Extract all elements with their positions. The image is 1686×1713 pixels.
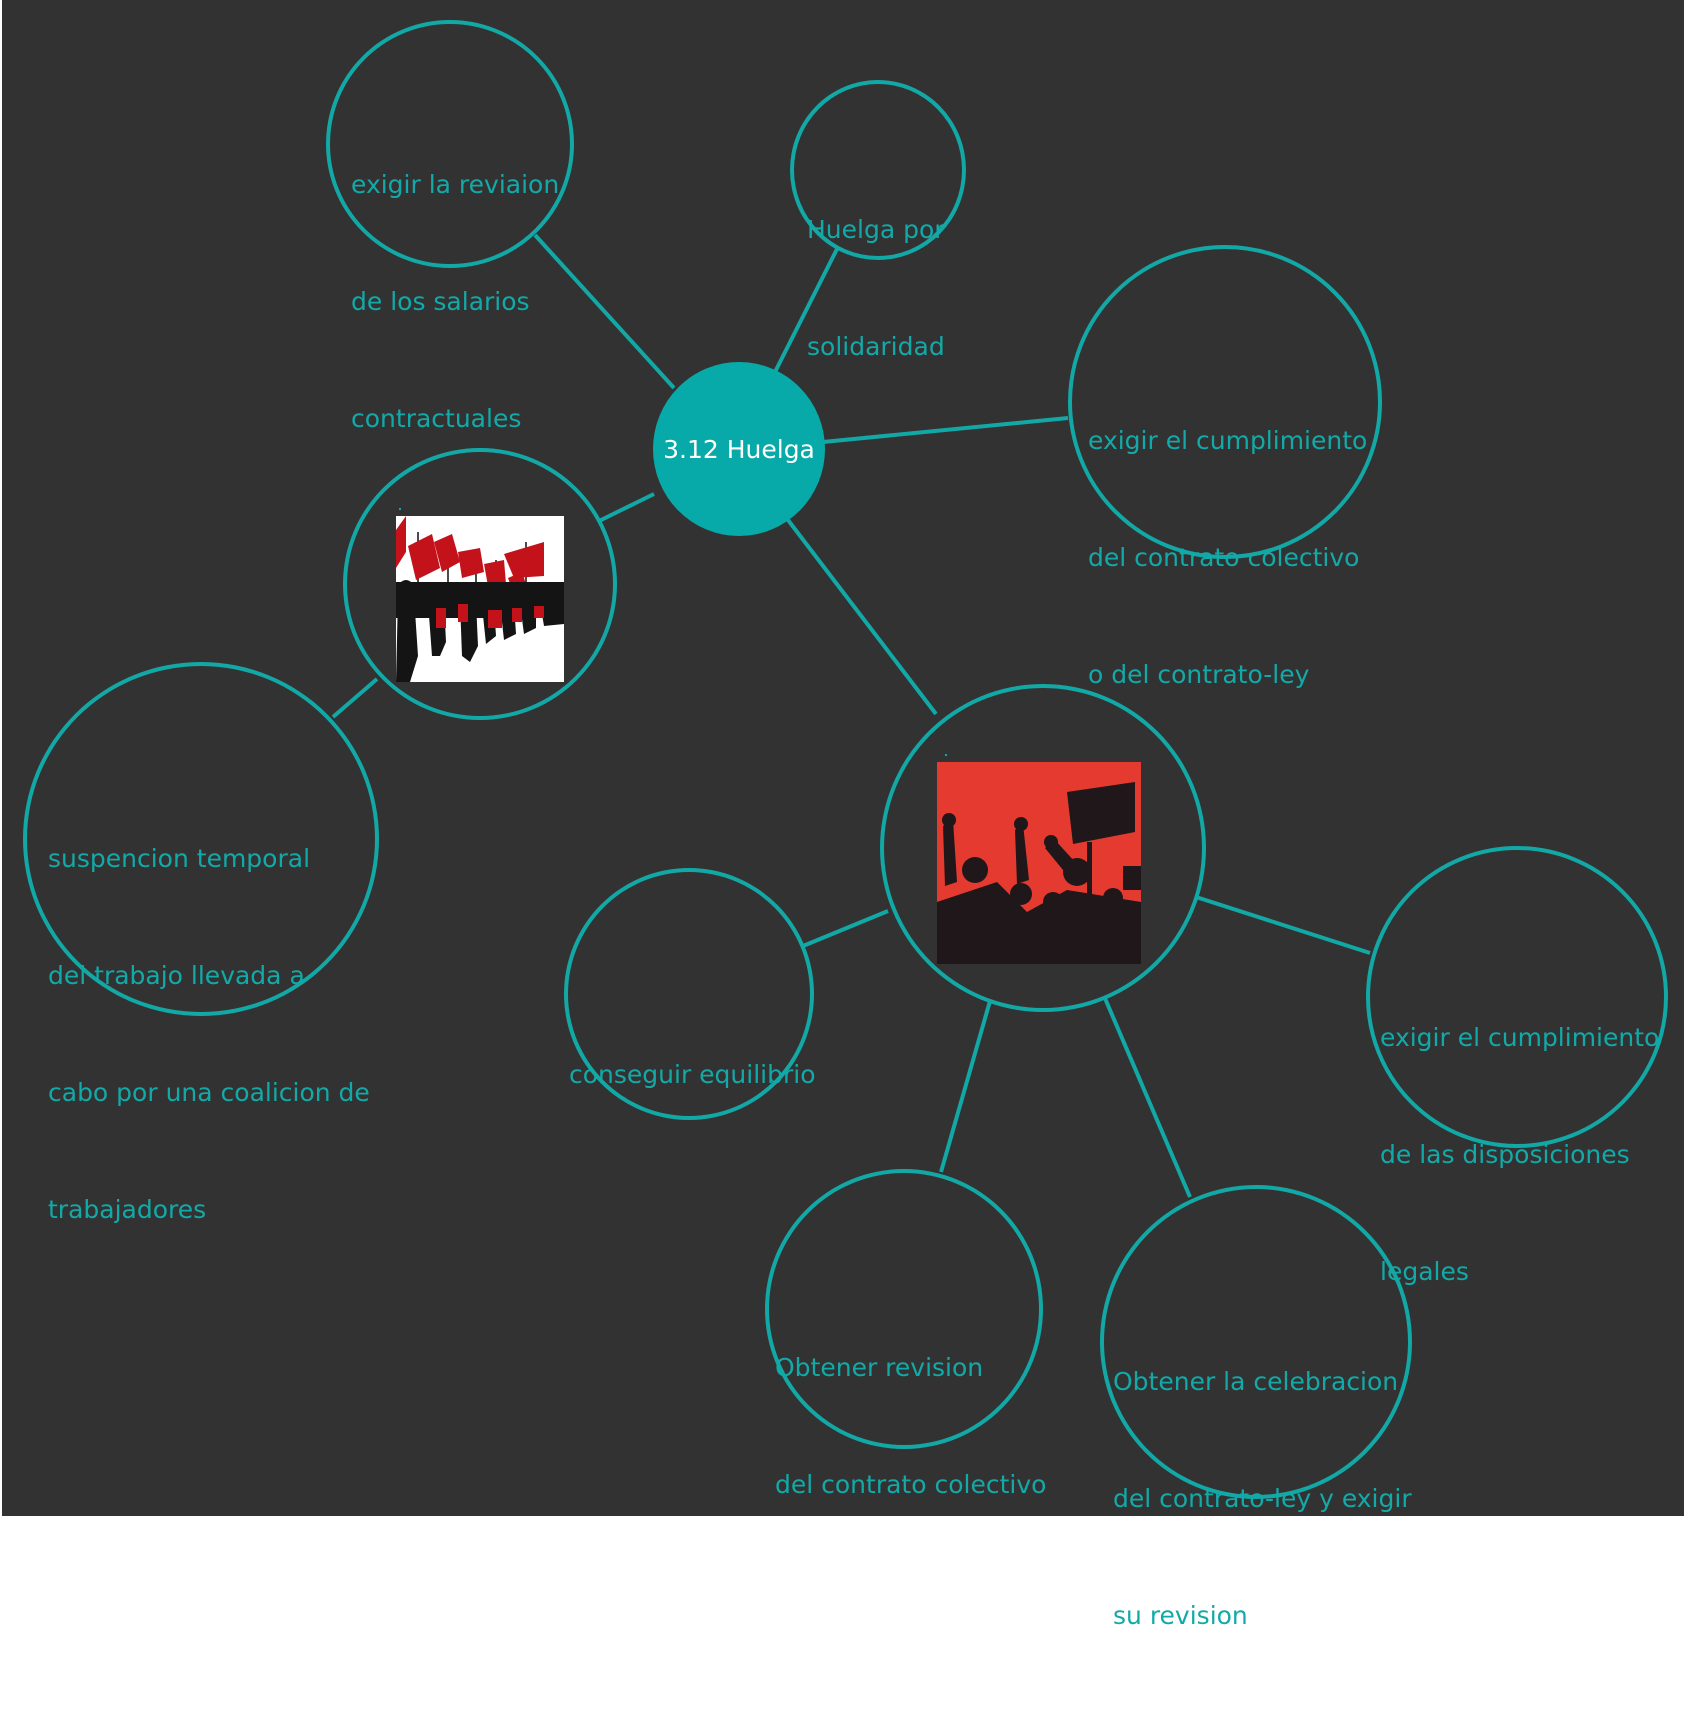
node-celebracion-line-1: Obtener la celebracion (1113, 1367, 1399, 1396)
central-topic-label: 3.12 Huelga (663, 434, 815, 464)
node-disposiciones-line-2: de las disposiciones (1380, 1140, 1630, 1169)
node-disposiciones[interactable] (1366, 846, 1668, 1148)
edge-solidaridad (771, 248, 839, 377)
edge-suspension (331, 677, 379, 719)
crowd-fists-image (937, 762, 1141, 964)
protest-march-image (396, 516, 564, 682)
node-disposiciones-line-3: legales (1380, 1257, 1469, 1286)
mind-map-canvas: 3.12 Huelga exigir la reviaion de los sa… (2, 0, 1684, 1630)
node-revision-line-1: Obtener revision (775, 1353, 984, 1382)
node-salarios[interactable] (326, 20, 574, 268)
node-revision[interactable] (765, 1169, 1043, 1449)
edge-crowd (786, 518, 938, 716)
edge-cumplimiento-contrato (822, 416, 1069, 444)
node-celebracion-line-2: del contrato-ley y exigir (1113, 1484, 1412, 1513)
node-salarios-line-1: exigir la reviaion (351, 170, 560, 199)
raised-fists-icon (937, 762, 1141, 964)
edge-revision (939, 1000, 992, 1173)
node-suspension-line-2: del trabajo llevada a (48, 961, 305, 990)
node-equilibrio[interactable] (564, 868, 814, 1120)
node-suspension[interactable] (23, 662, 379, 1016)
node-celebracion-text: Obtener la celebracion del contrato-ley … (1113, 1284, 1412, 1713)
node-equilibrio-text: conseguir equilibrio (569, 977, 816, 1172)
edge-disposiciones (1195, 895, 1371, 955)
node-suspension-line-1: suspencion temporal (48, 844, 311, 873)
node-cumplimiento-contrato-line-2: del contrato colectivo (1088, 543, 1360, 572)
edge-celebracion (1102, 995, 1192, 1198)
node-suspension-text: suspencion temporal del trabajo llevada … (48, 761, 370, 1307)
central-topic-node[interactable]: 3.12 Huelga (653, 362, 825, 536)
node-revision-line-2: del contrato colectivo (775, 1470, 1047, 1499)
image-anchor-dot (399, 508, 401, 510)
node-cumplimiento-contrato-line-3: o del contrato-ley (1088, 660, 1310, 689)
node-solidaridad-line-1: Huelga por (807, 215, 945, 244)
node-salarios-line-3: contractuales (351, 404, 522, 433)
node-salarios-text: exigir la reviaion de los salarios contr… (351, 87, 559, 516)
node-flags-march[interactable] (343, 448, 617, 720)
connector-lines (331, 233, 1371, 1198)
node-cumplimiento-contrato-text: exigir el cumplimiento del contrato cole… (1088, 343, 1367, 772)
node-salarios-line-2: de los salarios (351, 287, 530, 316)
node-disposiciones-text: exigir el cumplimiento de las disposicio… (1380, 940, 1659, 1369)
node-solidaridad[interactable] (790, 80, 966, 260)
node-cumplimiento-contrato[interactable] (1068, 245, 1382, 559)
node-solidaridad-text: Huelga por solidaridad (807, 132, 945, 444)
flags-march-icon (396, 516, 564, 682)
node-celebracion[interactable] (1100, 1185, 1412, 1499)
node-suspension-line-4: trabajadores (48, 1195, 207, 1224)
edge-flags (598, 492, 655, 523)
node-equilibrio-line-1: conseguir equilibrio (569, 1060, 816, 1089)
node-disposiciones-line-1: exigir el cumplimiento (1380, 1023, 1660, 1052)
node-suspension-line-3: cabo por una coalicion de (48, 1078, 370, 1107)
edge-salarios (533, 233, 676, 390)
node-revision-text: Obtener revision del contrato colectivo (775, 1270, 1046, 1582)
node-celebracion-line-3: su revision (1113, 1601, 1248, 1630)
image-anchor-dot-2 (945, 754, 947, 756)
node-solidaridad-line-2: solidaridad (807, 332, 945, 361)
edge-equilibrio (802, 909, 889, 948)
node-crowd-fists[interactable] (880, 684, 1206, 1012)
node-cumplimiento-contrato-line-1: exigir el cumplimiento (1088, 426, 1368, 455)
